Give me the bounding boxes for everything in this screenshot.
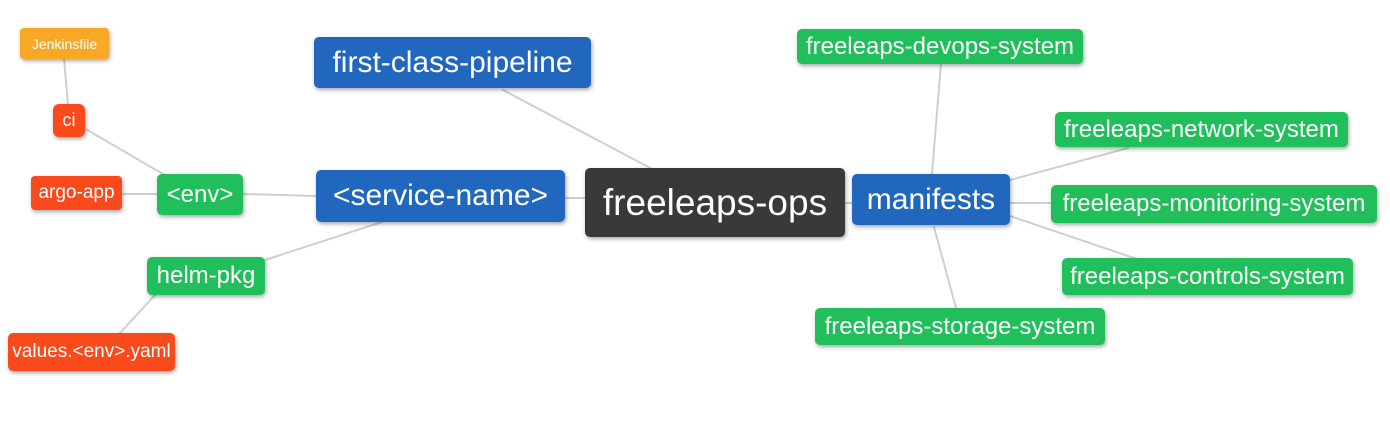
node-jenkinsfile[interactable]: Jenkinsfile <box>20 28 109 59</box>
node-service-name[interactable]: <service-name> <box>316 170 565 222</box>
edge-jenkinsfile-ci <box>63 58 69 105</box>
node-values-env-yaml[interactable]: values.<env>.yaml <box>8 333 175 371</box>
edge-manifests-network <box>1009 147 1129 181</box>
node-storage-system[interactable]: freeleaps-storage-system <box>815 308 1105 345</box>
node-env[interactable]: <env> <box>157 174 243 215</box>
node-controls-system[interactable]: freeleaps-controls-system <box>1062 258 1353 295</box>
edge-env-service-name <box>242 193 317 197</box>
node-devops-system[interactable]: freeleaps-devops-system <box>797 29 1083 64</box>
edge-ci-env <box>83 127 169 178</box>
node-ci[interactable]: ci <box>53 104 85 137</box>
edge-manifests-devops <box>931 62 942 175</box>
edge-pipeline-root <box>502 89 655 171</box>
node-argo-app[interactable]: argo-app <box>31 176 122 210</box>
edge-manifests-controls <box>1009 215 1138 260</box>
edge-values-helm-pkg <box>119 294 156 334</box>
node-first-class-pipeline[interactable]: first-class-pipeline <box>314 37 591 88</box>
node-manifests[interactable]: manifests <box>852 174 1010 225</box>
node-monitoring-system[interactable]: freeleaps-monitoring-system <box>1051 185 1377 223</box>
edge-helm-pkg-service-name <box>264 221 383 261</box>
node-root-freeleaps-ops[interactable]: freeleaps-ops <box>585 168 845 237</box>
node-helm-pkg[interactable]: helm-pkg <box>147 257 265 295</box>
node-network-system[interactable]: freeleaps-network-system <box>1055 112 1348 147</box>
edge-manifests-storage <box>933 226 957 309</box>
